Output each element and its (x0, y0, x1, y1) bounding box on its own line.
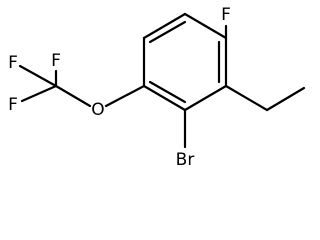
bond-c-f-left (18, 64, 58, 88)
atom-label-cf3-fluorine-left: F (8, 53, 18, 73)
ring-double-bond-top (148, 20, 187, 44)
atom-label-bromine: Br (176, 150, 195, 170)
atom-label-cf3-fluorine-top: F (51, 51, 61, 71)
ring-bond-lower-right (183, 84, 228, 112)
ring-double-bond-lower-left (148, 80, 187, 104)
ring-bond-lower-left (142, 84, 187, 112)
atom-label-cf3-fluorine-bottom: F (8, 95, 18, 115)
bond-ethyl-2 (265, 86, 306, 112)
ring-bond-upper-right (183, 12, 228, 40)
chemical-structure-diagram: F F F F O Br (8, 5, 306, 170)
atom-label-oxygen: O (91, 100, 104, 120)
ring-bond-top (142, 12, 187, 40)
atom-label-fluorine: F (221, 5, 231, 25)
bond-c-o (104, 84, 146, 108)
bond-c-f-bottom (20, 84, 58, 103)
bond-o-cf3 (54, 84, 92, 108)
benzene-ring (142, 12, 228, 112)
bond-ethyl-1 (224, 84, 269, 112)
